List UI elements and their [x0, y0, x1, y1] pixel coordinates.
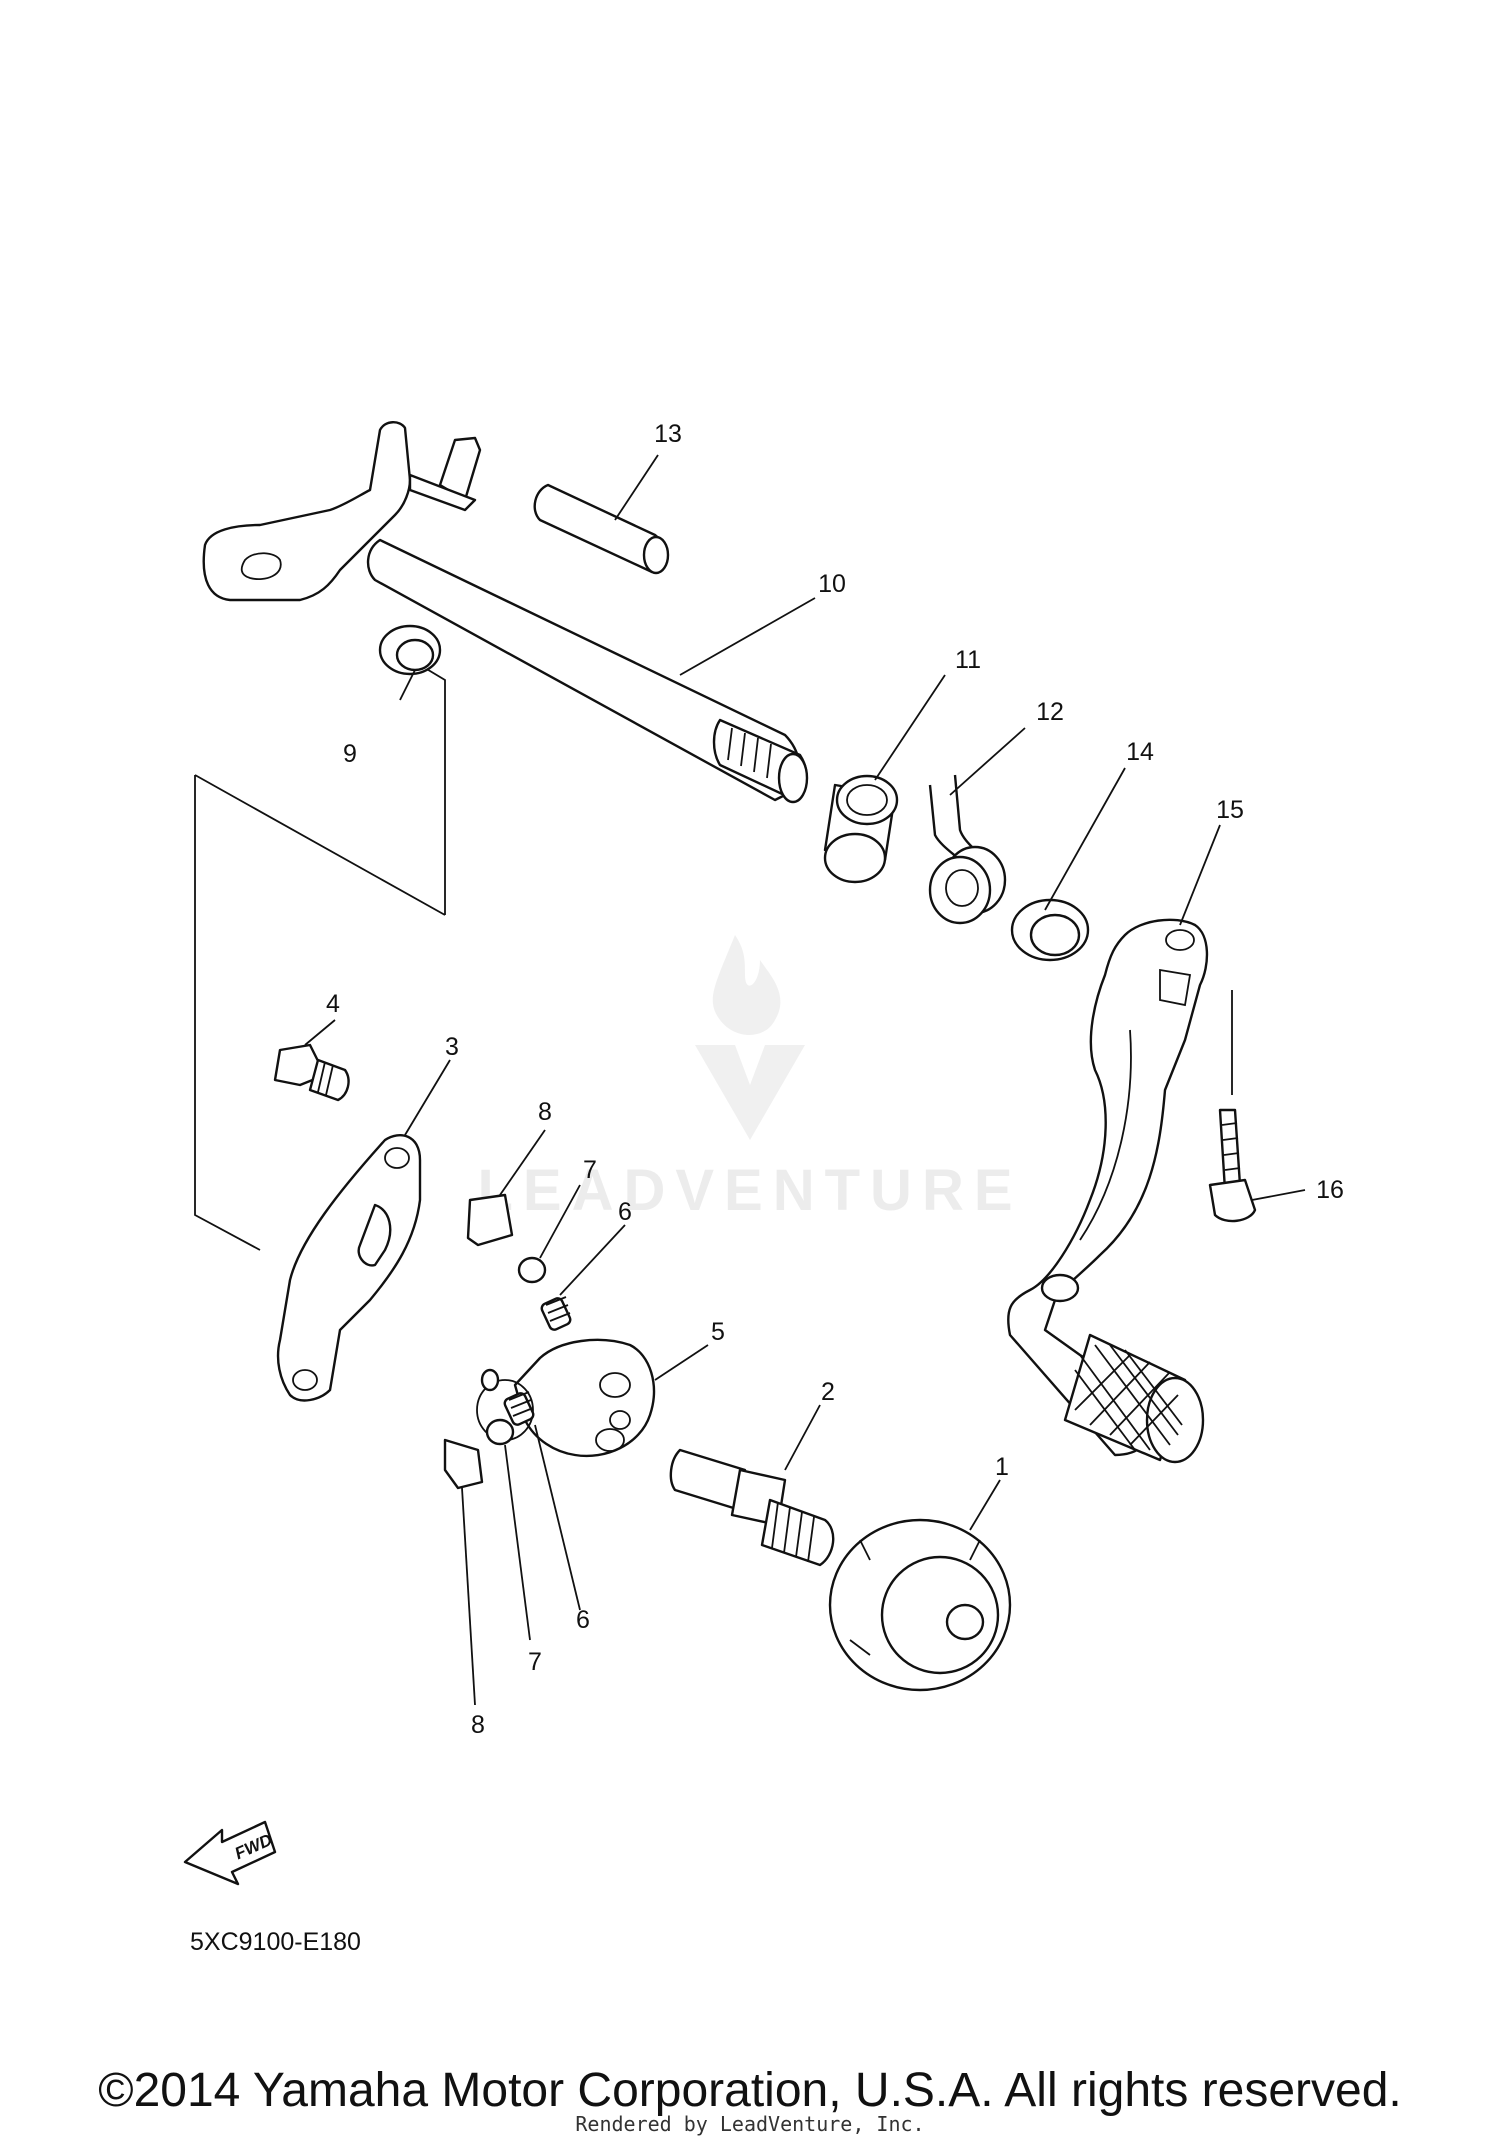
- fwd-arrow-icon: FWD: [183, 1820, 277, 1886]
- pedal-bolt: [1208, 990, 1257, 1223]
- leader-lines: [304, 454, 1306, 1706]
- shift-segment: [476, 1338, 656, 1458]
- shift-shaft: [202, 421, 809, 804]
- callout-5: 5: [711, 1318, 725, 1346]
- callout-10: 10: [818, 570, 846, 598]
- bolt-4: [273, 1043, 350, 1102]
- callout-15: 15: [1216, 796, 1244, 824]
- return-spring: [928, 774, 1007, 925]
- callout-13: 13: [654, 420, 682, 448]
- stopper-8-lower: [443, 1438, 484, 1490]
- pin: [533, 483, 670, 575]
- callout-6-upper: 6: [618, 1198, 632, 1226]
- oil-seal-9: [378, 624, 442, 676]
- diagram-code: 5XC9100-E180: [190, 1928, 361, 1956]
- spring-6-lower: [503, 1391, 535, 1426]
- callout-6-lower: 6: [576, 1606, 590, 1634]
- callout-11: 11: [955, 646, 981, 674]
- callout-7-upper: 7: [583, 1156, 597, 1184]
- callout-12: 12: [1036, 698, 1064, 726]
- stopper-8-upper: [466, 1193, 514, 1247]
- callout-9: 9: [343, 740, 357, 768]
- callout-3: 3: [445, 1033, 459, 1061]
- copyright-text: ©2014 Yamaha Motor Corporation, U.S.A. A…: [98, 2064, 1402, 2117]
- shift-pedal: [1007, 918, 1209, 1464]
- callout-14: 14: [1126, 738, 1154, 766]
- ball-7-upper: [517, 1256, 547, 1284]
- callout-2: 2: [821, 1378, 835, 1406]
- oil-seal-14: [1010, 898, 1090, 962]
- watermark-logo: [695, 935, 805, 1140]
- rendered-by-text: Rendered by LeadVenture, Inc.: [575, 2112, 925, 2136]
- collar: [823, 774, 899, 884]
- callout-8-upper: 8: [538, 1098, 552, 1126]
- callout-8-lower: 8: [471, 1711, 485, 1739]
- ball-7-lower: [485, 1418, 515, 1446]
- callout-16: 16: [1316, 1176, 1344, 1204]
- spring-6-upper: [540, 1296, 572, 1331]
- callout-4: 4: [326, 990, 340, 1018]
- watermark-text: LEADVENTURE: [477, 1158, 1022, 1223]
- cover-plate: [828, 1518, 1012, 1692]
- stopper-plate: [276, 1134, 422, 1402]
- callout-1: 1: [995, 1453, 1009, 1481]
- segment-bolt: [669, 1448, 835, 1567]
- callout-7-lower: 7: [528, 1648, 542, 1676]
